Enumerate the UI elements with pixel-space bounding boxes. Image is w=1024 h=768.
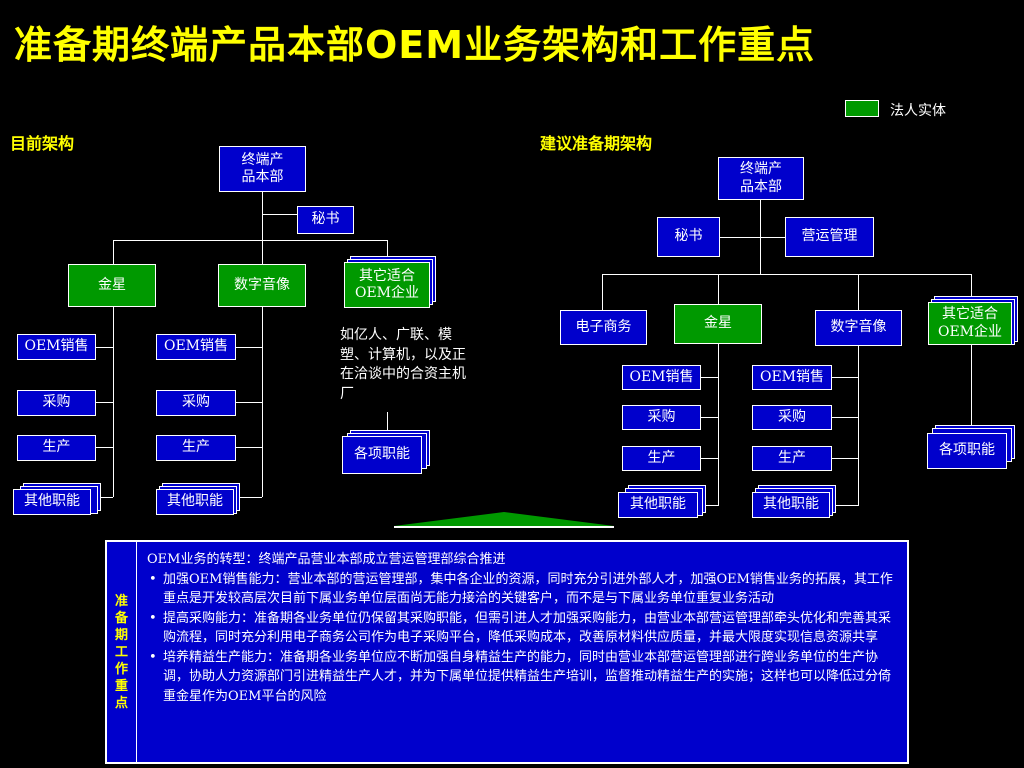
panel-bullet-purchasing: 提高采购能力：准备期各业务单位仍保留其采购职能，但需引进人才加强采购能力，由营业… [147,609,897,648]
right-heading: 建议准备期架构 [540,134,653,153]
pointer-triangle [394,512,614,526]
right-unit-digital-av: 数字音像 [815,310,902,346]
left-digital-purchasing: 采购 [156,390,236,416]
right-misc-functions: 各项职能 [927,433,1007,469]
legend-label: 法人实体 [890,103,946,119]
left-digital-oem-sales: OEM销售 [156,334,236,360]
legend-swatch-legal-entity [845,100,879,117]
right-digital-production: 生产 [752,446,832,471]
right-top-unit: 终端产 品本部 [718,157,804,200]
right-jinxing-other: 其他职能 [618,492,698,518]
left-jinxing-purchasing: 采购 [17,390,96,416]
left-unit-jinxing: 金星 [68,264,156,307]
left-unit-other-oem: 其它适合OEM企业 [344,262,430,308]
pointer-base-line [394,526,614,528]
panel-bullets: 加强OEM销售能力：营业本部的营运管理部，集中各企业的资源，同时充分引进外部人才… [147,570,897,707]
left-unit-digital-av: 数字音像 [218,264,306,307]
right-jinxing-production: 生产 [622,446,701,471]
panel-heading: OEM业务的转型：终端产品营业本部成立营运管理部综合推进 [147,552,506,567]
left-jinxing-other: 其他职能 [13,489,91,515]
panel-bullet-production: 培养精益生产能力：准备期各业务单位应不断加强自身精益生产的能力，同时由营业本部营… [147,648,897,707]
right-secretary: 秘书 [657,217,720,257]
right-unit-jinxing: 金星 [674,304,762,344]
left-jinxing-production: 生产 [17,435,96,461]
right-ops-management: 营运管理 [785,217,874,257]
right-unit-ecommerce: 电子商务 [560,310,647,345]
left-jinxing-oem-sales: OEM销售 [17,334,96,360]
panel-body: OEM业务的转型：终端产品营业本部成立营运管理部综合推进 加强OEM销售能力：营… [147,550,897,706]
right-digital-oem-sales: OEM销售 [752,365,832,390]
left-heading: 目前架构 [10,134,75,153]
right-unit-other-oem: 其它适合OEM企业 [928,302,1012,345]
left-top-unit: 终端产 品本部 [219,146,306,192]
page-title: 准备期终端产品本部OEM业务架构和工作重点 [14,23,816,67]
work-focus-panel: 准 备 期 工 作 重 点 OEM业务的转型：终端产品营业本部成立营运管理部综合… [105,540,909,764]
right-jinxing-purchasing: 采购 [622,405,701,430]
panel-bullet-sales: 加强OEM销售能力：营业本部的营运管理部，集中各企业的资源，同时充分引进外部人才… [147,570,897,609]
right-jinxing-oem-sales: OEM销售 [622,365,701,390]
left-digital-other: 其他职能 [156,489,234,515]
left-secretary: 秘书 [297,206,354,234]
right-digital-purchasing: 采购 [752,405,832,430]
panel-side-label: 准 备 期 工 作 重 点 [107,542,137,762]
left-note: 如亿人、广联、模塑、计算机，以及正在洽谈中的合资主机厂 [340,327,466,402]
left-misc-functions: 各项职能 [342,436,422,474]
right-digital-other: 其他职能 [752,492,830,518]
left-digital-production: 生产 [156,435,236,461]
